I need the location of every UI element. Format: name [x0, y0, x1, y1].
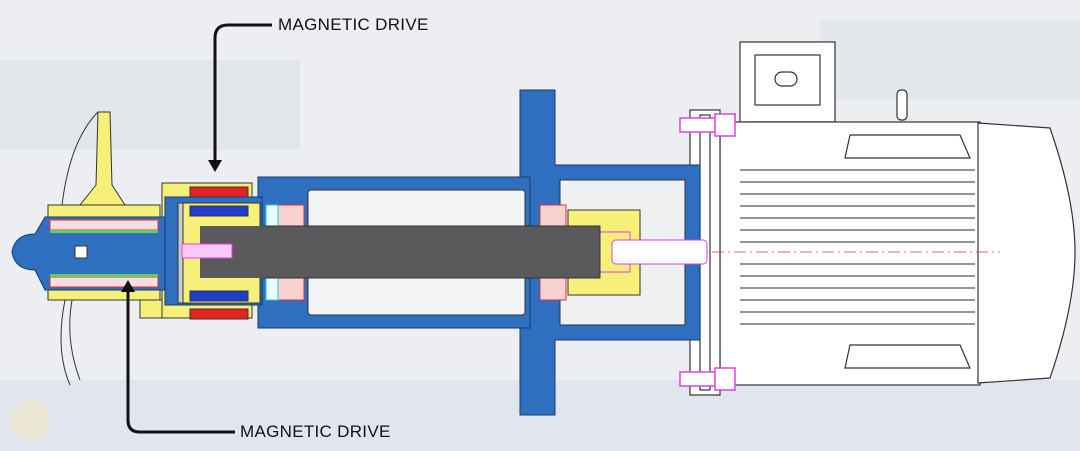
- magnetic-drive-label-bottom: MAGNETIC DRIVE: [240, 422, 391, 441]
- motor-flange-bolts: [679, 113, 736, 391]
- inner-magnet: [189, 290, 249, 302]
- outer-magnet: [189, 308, 249, 320]
- propeller-blade-bottom: [60, 299, 81, 386]
- inner-magnet: [189, 205, 249, 217]
- magnetic-drive-label-top: MAGNETIC DRIVE: [278, 15, 429, 34]
- bolt: [181, 243, 233, 259]
- impeller-hub: [11, 216, 166, 291]
- motor: [580, 41, 1076, 396]
- outer-magnet: [189, 186, 249, 198]
- label-arrows: [126, 23, 272, 434]
